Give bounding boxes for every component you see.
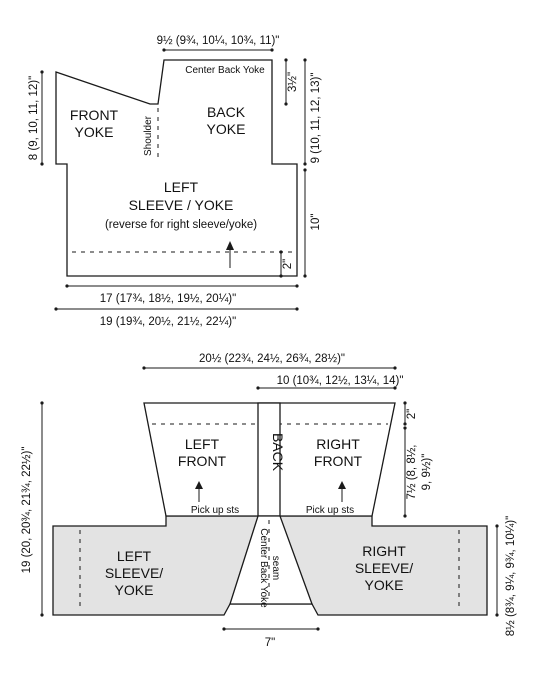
back-label: BACK: [270, 433, 286, 472]
dim-sleeve-height: 8½ (8¾, 9¼, 9¾, 10¼)": [505, 516, 517, 636]
dim-yoke-depth: 3½": [287, 72, 299, 92]
front-yoke-label-2: YOKE: [75, 124, 114, 140]
right-sleeve-label-2: SLEEVE/: [355, 560, 413, 576]
dim-front-height-1: 7½ (8, 8½,: [406, 445, 418, 500]
back-yoke-label-2: YOKE: [207, 121, 246, 137]
dim-width-1: 17 (17¾, 18½, 19½, 20¼)": [100, 293, 236, 305]
dim-bottom-top-width: 20½ (22¾, 24½, 26¾, 28½)": [199, 353, 345, 365]
seam-label-2: seam: [270, 556, 281, 580]
right-front-label-2: FRONT: [314, 453, 363, 469]
seam-label-1: Center Back Yoke: [258, 528, 269, 608]
left-sleeve-yoke-label-1: LEFT: [164, 179, 199, 195]
direction-arrow-icon: [226, 241, 234, 250]
front-yoke-label-1: FRONT: [70, 107, 119, 123]
dim-bottom-band: 2": [406, 409, 418, 419]
dim-total-height: 9 (10, 11, 12, 13)": [310, 73, 322, 164]
dim-bottom-inner-width: 10 (10¾, 12½, 13¼, 14)": [277, 375, 404, 387]
dim-front-height-2: 9, 9½)": [421, 454, 433, 491]
shoulder-label: Shoulder: [143, 115, 154, 156]
left-sleeve-yoke-label-2: SLEEVE / YOKE: [129, 197, 234, 213]
top-schematic: FRONT YOKE BACK YOKE Shoulder Center Bac…: [28, 35, 322, 328]
dim-bottom-total-height: 19 (20, 20¾, 21¾, 22½)": [21, 447, 33, 574]
dim-left-height: 8 (9, 10, 11, 12)": [28, 76, 40, 160]
back-yoke-label-1: BACK: [207, 104, 246, 120]
right-front-label-1: RIGHT: [316, 436, 360, 452]
dim-hem: 2": [282, 259, 294, 269]
dim-lower-height: 10": [310, 214, 322, 231]
pick-up-right-label: Pick up sts: [306, 505, 354, 516]
right-sleeve-label-1: RIGHT: [362, 543, 406, 559]
right-sleeve-label-3: YOKE: [365, 577, 404, 593]
left-sleeve-label-1: LEFT: [117, 548, 152, 564]
top-piece-outline: [55, 59, 298, 277]
dim-bottom-width: 7": [265, 637, 275, 649]
left-sleeve-label-3: YOKE: [115, 582, 154, 598]
center-back-gusset: [229, 515, 313, 605]
pick-up-left-arrow-icon: [195, 481, 203, 489]
bottom-schematic: 20½ (22¾, 24½, 26¾, 28½)" 10 (10¾, 12½, …: [21, 353, 517, 649]
dim-top-width: 9½ (9¾, 10¼, 10¾, 11)": [157, 35, 280, 47]
pick-up-left-label: Pick up sts: [191, 505, 239, 516]
reverse-note: (reverse for right sleeve/yoke): [105, 219, 257, 231]
pick-up-right-arrow-icon: [338, 481, 346, 489]
left-front-label-1: LEFT: [185, 436, 220, 452]
dim-width-2: 19 (19¾, 20½, 21½, 22¼)": [100, 316, 236, 328]
left-sleeve-label-2: SLEEVE/: [105, 565, 163, 581]
left-front-label-2: FRONT: [178, 453, 227, 469]
center-back-yoke-label: Center Back Yoke: [185, 65, 265, 76]
